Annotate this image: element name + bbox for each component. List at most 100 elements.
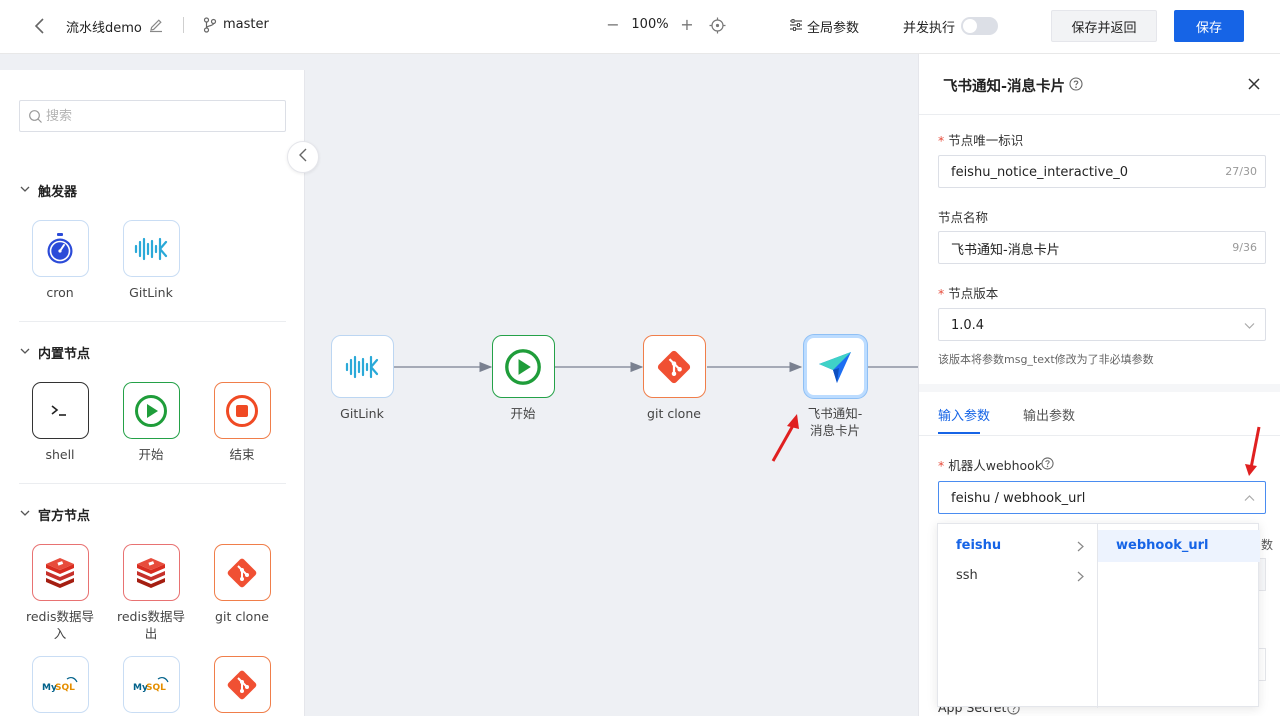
node-id-label-text: 节点唯一标识	[948, 133, 1024, 148]
pipeline-canvas[interactable]: GitLink 开始 git clone 飞书通知-消息卡片	[305, 54, 918, 716]
option-label: feishu	[956, 538, 1002, 553]
tab-input-params[interactable]: 输入参数	[938, 409, 991, 424]
chevron-down-icon	[20, 185, 32, 196]
gitlink-icon	[122, 220, 180, 277]
git-icon	[213, 544, 271, 601]
chevron-right-icon	[1076, 541, 1085, 552]
locate-icon[interactable]	[709, 17, 726, 34]
library-item-label: GitLink	[129, 285, 173, 300]
library-item-label: redis数据导出	[117, 609, 185, 641]
library-item-redis-import[interactable]: redis数据导入	[22, 544, 98, 642]
zoom-in-icon[interactable]: +	[680, 15, 694, 34]
panel-divider	[919, 114, 1280, 115]
option-label: webhook_url	[1116, 538, 1209, 553]
cascader-option-ssh[interactable]: ssh	[938, 560, 1097, 592]
cascader-option-webhook-url[interactable]: webhook_url	[1098, 530, 1260, 562]
node-label: 飞书通知-消息卡片	[807, 406, 863, 438]
node-name-input[interactable]	[951, 237, 1211, 259]
svg-text:My: My	[42, 683, 57, 693]
settings-sliders-icon[interactable]	[789, 18, 803, 32]
version-value[interactable]	[951, 314, 1211, 336]
group-official[interactable]: 官方节点	[20, 505, 90, 524]
svg-text:SQL: SQL	[55, 683, 75, 693]
git-icon	[642, 335, 706, 398]
branch-icon	[203, 17, 217, 33]
canvas-node-feishu[interactable]: 飞书通知-消息卡片	[795, 335, 875, 439]
tab-output-params[interactable]: 输出参数	[1023, 409, 1076, 424]
char-count: 27/30	[1225, 165, 1257, 178]
library-item-redis-export[interactable]: redis数据导出	[113, 544, 189, 642]
close-icon[interactable]	[1246, 76, 1262, 92]
required-mark: *	[938, 458, 945, 473]
zoom-out-icon[interactable]: −	[606, 15, 620, 34]
library-item-label: git clone	[215, 609, 269, 624]
group-divider	[19, 483, 286, 484]
concurrent-label: 并发执行	[903, 21, 956, 36]
top-bar: 流水线demo master − 100% + 全局参数 并发执行 保存并返回 …	[0, 0, 1280, 54]
edit-icon[interactable]	[148, 17, 164, 33]
node-id-input[interactable]	[951, 161, 1211, 183]
group-triggers[interactable]: 触发器	[20, 181, 77, 200]
play-icon	[491, 335, 555, 398]
tab-divider	[919, 435, 1280, 436]
clipped-label: 数	[1261, 538, 1274, 552]
gitlink-icon	[330, 335, 394, 398]
option-label: ssh	[956, 568, 978, 583]
help-icon[interactable]	[1069, 77, 1083, 91]
branch-name[interactable]: master	[223, 17, 269, 32]
library-item-gitlink[interactable]: GitLink	[113, 220, 189, 301]
stop-icon	[213, 382, 271, 439]
library-item-git-2[interactable]	[204, 656, 280, 716]
play-icon	[122, 382, 180, 439]
terminal-icon	[31, 382, 89, 439]
node-label: 开始	[510, 406, 536, 421]
webhook-select[interactable]	[938, 481, 1266, 514]
search-box[interactable]	[19, 100, 286, 132]
help-icon[interactable]	[1041, 457, 1055, 471]
chevron-right-icon	[1076, 571, 1085, 582]
library-item-git-clone[interactable]: git clone	[204, 544, 280, 625]
group-builtin[interactable]: 内置节点	[20, 343, 90, 362]
webhook-cascader-dropdown: feishu ssh webhook_url	[937, 523, 1260, 708]
cascader-option-feishu[interactable]: feishu	[938, 530, 1097, 562]
node-name-label: 节点名称	[938, 210, 989, 225]
collapse-panel-button[interactable]	[287, 141, 319, 173]
svg-text:SQL: SQL	[146, 683, 166, 693]
active-tab-indicator	[938, 432, 980, 434]
section-gap	[919, 384, 1280, 392]
canvas-node-start[interactable]: 开始	[483, 335, 563, 422]
node-id-label: *节点唯一标识	[938, 130, 1023, 149]
panel-title: 飞书通知-消息卡片	[943, 79, 1066, 95]
save-button[interactable]: 保存	[1174, 10, 1244, 42]
version-select[interactable]	[938, 308, 1266, 341]
canvas-node-gitlink[interactable]: GitLink	[322, 335, 402, 422]
group-title-label: 触发器	[38, 185, 78, 200]
concurrent-toggle[interactable]	[961, 17, 998, 35]
library-item-start[interactable]: 开始	[113, 382, 189, 463]
search-icon	[28, 109, 43, 124]
search-input[interactable]	[46, 105, 276, 127]
library-item-label: 开始	[138, 447, 164, 462]
node-name-field[interactable]: 9/36	[938, 231, 1266, 264]
node-id-field[interactable]: 27/30	[938, 155, 1266, 188]
global-params-button[interactable]: 全局参数	[807, 21, 860, 36]
version-hint: 该版本将参数msg_text修改为了非必填参数	[938, 353, 1154, 366]
canvas-node-git-clone[interactable]: git clone	[634, 335, 714, 422]
webhook-label: *机器人webhook	[938, 455, 1042, 474]
library-item-cron[interactable]: cron	[22, 220, 98, 301]
node-label: GitLink	[340, 406, 384, 421]
group-title-label: 内置节点	[38, 347, 91, 362]
library-item-shell[interactable]: shell	[22, 382, 98, 463]
required-mark: *	[938, 286, 945, 301]
webhook-value[interactable]	[951, 487, 1211, 509]
save-and-return-button[interactable]: 保存并返回	[1051, 10, 1157, 42]
back-icon[interactable]	[28, 15, 50, 37]
git-icon	[213, 656, 271, 713]
library-item-end[interactable]: 结束	[204, 382, 280, 463]
redis-icon	[31, 544, 89, 601]
char-count: 9/36	[1232, 241, 1257, 254]
redis-icon	[122, 544, 180, 601]
